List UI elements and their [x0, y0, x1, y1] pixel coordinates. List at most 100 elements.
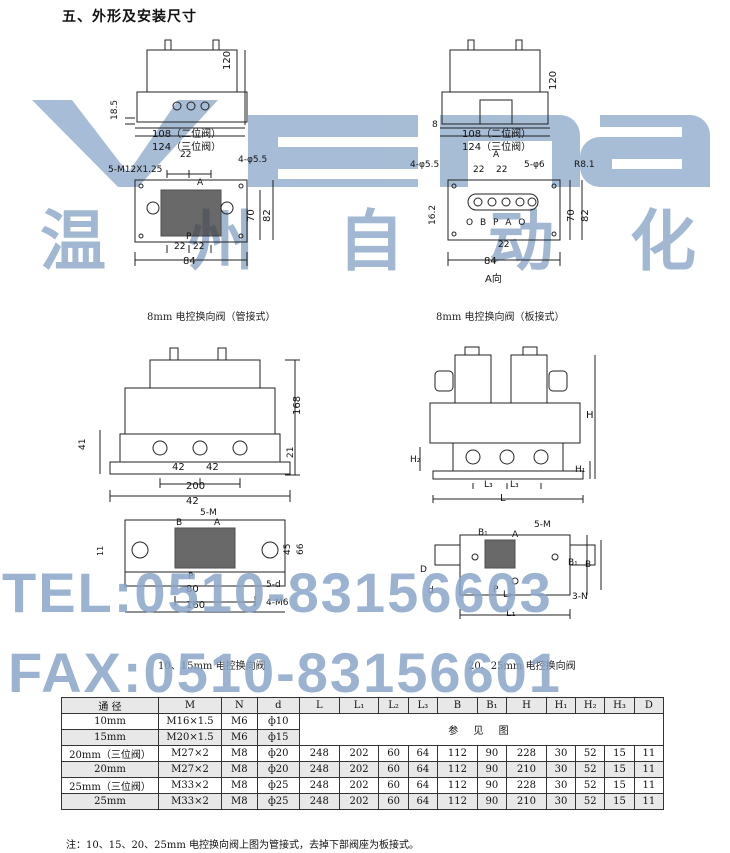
footnote: 注：10、15、20、25mm 电控换向阀上图为管接式，去掉下部阀座为板接式。 — [66, 840, 420, 851]
fig2-drawing — [440, 39, 583, 266]
table-cell: 64 — [407, 761, 439, 778]
table-cell: 60 — [378, 761, 409, 778]
fig1-dim-124: 124（三位阀） — [152, 142, 222, 153]
col-header-b: B — [437, 697, 478, 714]
table-cell: 90 — [476, 777, 508, 794]
table-cell: 90 — [476, 745, 508, 762]
table-cell: 228 — [506, 777, 547, 794]
table-cell: ф25 — [256, 793, 300, 810]
table-cell: 11 — [633, 745, 665, 762]
table-cell: 248 — [298, 745, 340, 762]
fig2-dim-16.2: 16.2 — [428, 204, 438, 225]
fig4-dim-b1-top: B₁ — [478, 528, 488, 538]
watermark-cn-3: 自 — [338, 203, 404, 280]
fig2-dim-120: 120 — [548, 70, 559, 90]
table-cell: ф10 — [256, 713, 300, 730]
spec-table: 通 径 M N d L L₁ L₂ L₃ B B₁ H H₁ H₂ H₃ D 1… — [61, 697, 665, 810]
table-cell: 210 — [506, 793, 547, 810]
table-cell: ф15 — [256, 729, 300, 746]
table-cell: ф25 — [256, 777, 300, 794]
fig3-dim-42b: 42 — [206, 462, 219, 473]
table-cell: 202 — [338, 761, 380, 778]
fig4-port-a: A — [512, 530, 519, 540]
fig2-dim-22b: 22 — [496, 165, 508, 175]
fig2-dim-22c: 22 — [498, 240, 510, 250]
fig2-dim-8: 8 — [432, 120, 438, 130]
fig2-caption: 8mm 电控换向阀（板接式） — [436, 312, 565, 323]
fig3-dim-200: 200 — [186, 481, 206, 492]
col-header-d: d — [256, 697, 300, 714]
fig4-dim-h2: H₂ — [410, 455, 421, 465]
table-cell: ф20 — [256, 745, 300, 762]
table-cell: M20×1.5 — [158, 729, 222, 746]
fig3-dim-42c: 42 — [186, 496, 199, 507]
watermark-tel: TEL:0510-83156603 — [2, 561, 553, 624]
fig1-dim-84: 84 — [183, 256, 196, 267]
fig3-dim-160: 160 — [186, 600, 206, 611]
col-header-d-big: D — [633, 697, 665, 714]
fig2-dim-84: 84 — [484, 256, 497, 267]
fig2-radius-label: R8.1 — [574, 160, 595, 170]
table-cell: 10mm — [61, 713, 159, 730]
fig3-dim-42a: 42 — [172, 462, 185, 473]
table-cell: 15 — [604, 761, 635, 778]
table-cell: 25mm（三位阀） — [61, 777, 159, 794]
fig3-port-p: P — [188, 572, 194, 582]
fig2-dim-108: 108（二位阀） — [462, 129, 532, 140]
fig2-port-letters: O B P A O — [466, 218, 528, 228]
table-cell: 30 — [545, 745, 577, 762]
table-cell: 228 — [506, 745, 547, 762]
fig3-dim-80: 80 — [186, 584, 199, 595]
table-cell: 248 — [298, 793, 340, 810]
fig3-m6-label: 4-M6 — [266, 598, 289, 608]
table-cell: 11 — [633, 793, 665, 810]
fig3-dim-11: 11 — [96, 545, 105, 556]
fig3-dim-168: 168 — [292, 395, 303, 415]
table-cell: 90 — [476, 761, 508, 778]
fig4-dim-l: L — [500, 493, 506, 504]
table-cell: 52 — [575, 777, 606, 794]
col-header-m: M — [158, 697, 222, 714]
table-cell: 64 — [407, 745, 439, 762]
fig3-port-a: A — [214, 518, 221, 528]
table-cell: 64 — [407, 777, 439, 794]
table-cell: M6 — [221, 713, 258, 730]
table-cell: 20mm（三位阀） — [61, 745, 159, 762]
fig3-caption: 10、15mm 电控换向阀 — [158, 661, 266, 672]
fig2-dim-124: 124（三位阀） — [462, 142, 532, 153]
table-cell: 248 — [298, 761, 340, 778]
table-cell: 64 — [407, 793, 439, 810]
fig3-port-b: B — [176, 518, 183, 528]
fig4-drawing — [419, 346, 602, 619]
fig3-dim-45: 45 — [283, 543, 293, 555]
table-cell: 15 — [604, 745, 635, 762]
table-cell: 30 — [545, 793, 577, 810]
col-header-l: L — [298, 697, 340, 714]
table-cell: 15mm — [61, 729, 159, 746]
table-cell: M33×2 — [158, 777, 222, 794]
col-header-b1: B₁ — [476, 697, 508, 714]
col-header-l2: L₂ — [378, 697, 409, 714]
col-header-h: H — [506, 697, 547, 714]
table-cell: 52 — [575, 793, 606, 810]
table-cell: 112 — [437, 761, 478, 778]
fig1-caption: 8mm 电控换向阀（管接式） — [147, 312, 276, 323]
table-cell: 112 — [437, 745, 478, 762]
fig4-caption: 20、25mm 电控换向阀 — [468, 661, 576, 672]
fig2-dim-82: 82 — [580, 209, 591, 222]
fig2-dim-22a: 22 — [473, 165, 485, 175]
fig1-dim-18.5: 18.5 — [110, 99, 120, 120]
table-cell: M8 — [221, 745, 258, 762]
fig1-dim-22-b1: 22 — [174, 242, 186, 252]
fig4-dim-l2: L₂ — [503, 590, 512, 600]
fig4-n-label: 3-N — [572, 592, 588, 602]
fig1-port-p: P — [186, 232, 192, 242]
fig1-port-a: A — [197, 178, 204, 188]
section-heading: 五、外形及安装尺寸 — [62, 9, 197, 25]
table-header-row: 通 径 M N d L L₁ L₂ L₃ B B₁ H H₁ H₂ H₃ D — [61, 697, 665, 714]
table-cell: 25mm — [61, 793, 159, 810]
table-cell: M8 — [221, 793, 258, 810]
